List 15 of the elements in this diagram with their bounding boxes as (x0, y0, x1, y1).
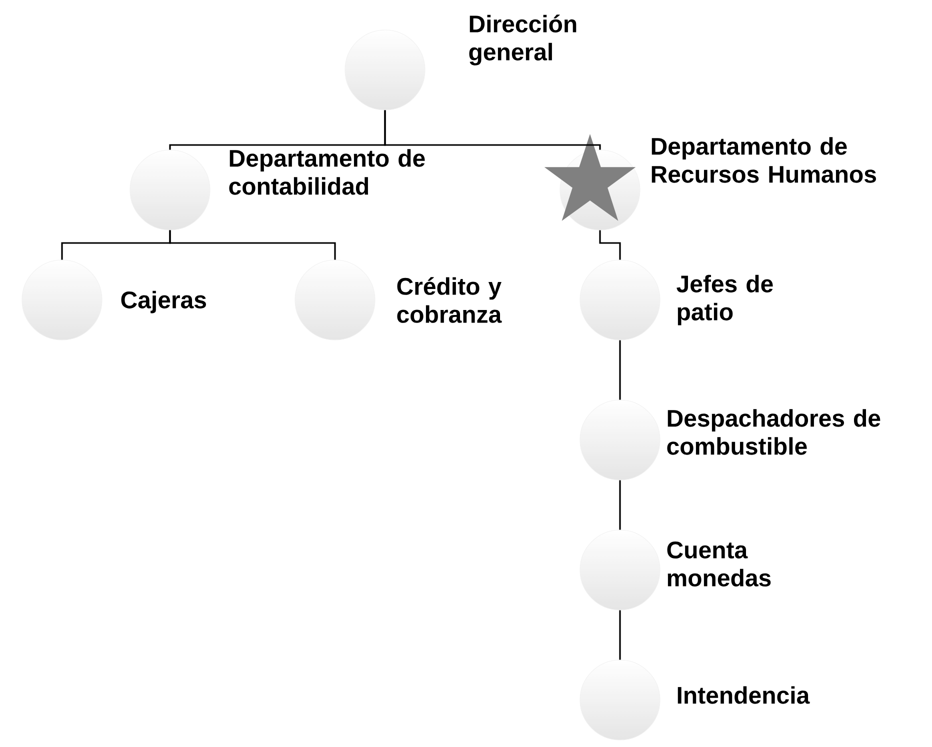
connector-line (619, 610, 621, 660)
connector-line (384, 110, 601, 150)
connector-line (619, 340, 621, 400)
node-label: Departamento de contabilidad (229, 149, 425, 195)
node-label: Jefes de patio (676, 274, 773, 326)
connector-line (599, 230, 621, 260)
node-label: Dirección general (469, 14, 576, 66)
node-label: Crédito y cobranza (397, 277, 502, 323)
node-label: Despachadores de combustible (667, 409, 880, 455)
node-label: Cuenta monedas (667, 542, 771, 586)
connector-line (619, 480, 621, 530)
node-label: Departamento de Recursos Humanos (652, 137, 876, 183)
connector-line (169, 230, 336, 260)
node-label: Cajeras (121, 290, 206, 314)
node-label: Intendencia (678, 686, 810, 704)
